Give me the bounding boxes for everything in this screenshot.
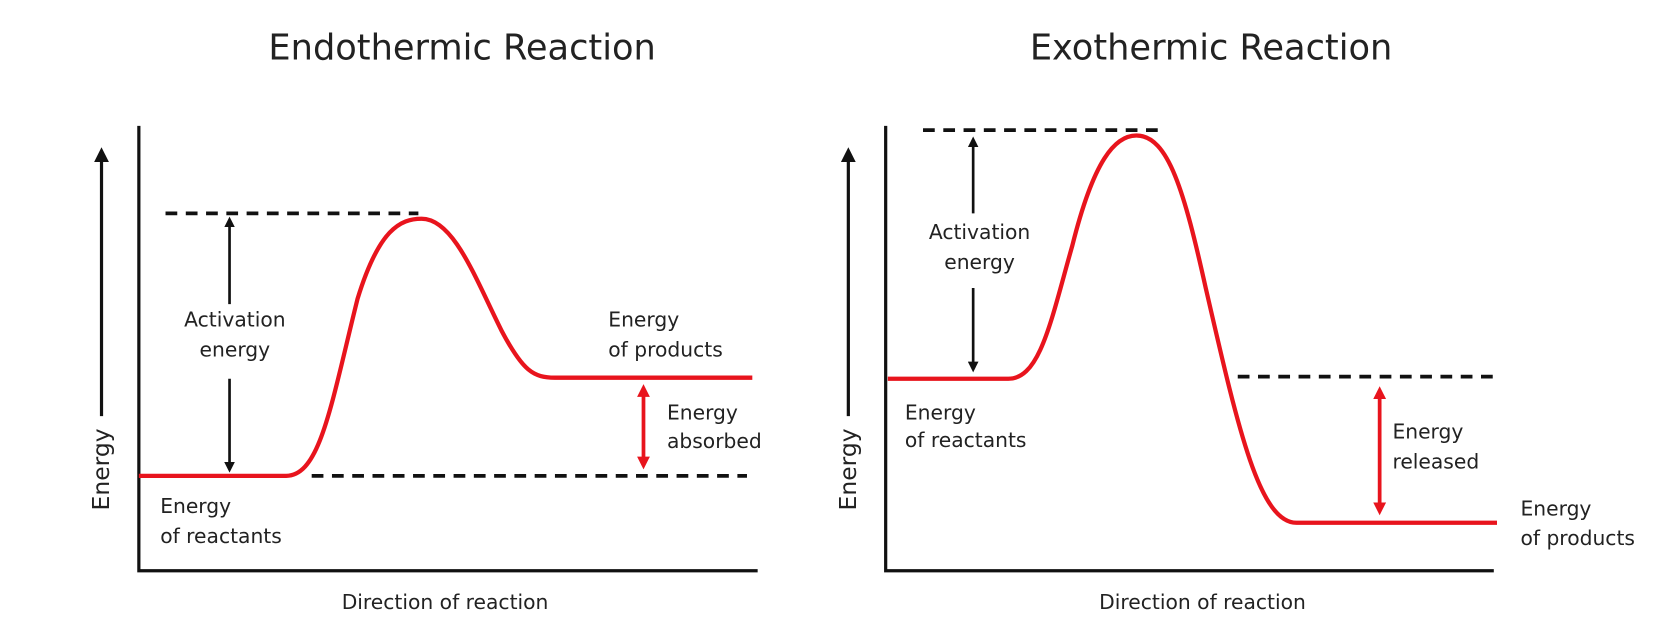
products-label-1: Energy: [608, 307, 679, 331]
delta-label-1: Energy: [1392, 419, 1463, 443]
axes: [884, 125, 1494, 573]
reactants-label-2: of reactants: [160, 524, 282, 548]
y-axis-label: Energy: [834, 428, 862, 510]
exothermic-title: Exothermic Reaction: [1030, 28, 1393, 69]
delta-label-2: absorbed: [667, 429, 762, 453]
activation-label-2: energy: [944, 250, 1015, 274]
endothermic-panel: Endothermic Reaction Energy Direction of…: [87, 28, 762, 614]
activation-label-1: Activation: [184, 307, 285, 331]
products-label-2: of products: [1520, 526, 1634, 550]
activation-label-2: energy: [200, 337, 271, 361]
x-axis-label: Direction of reaction: [342, 590, 549, 614]
reactants-label-2: of reactants: [905, 428, 1027, 452]
exothermic-panel: Exothermic Reaction Energy Direction of …: [834, 28, 1635, 614]
delta-label-2: released: [1392, 449, 1479, 473]
energy-curve: [887, 133, 1498, 525]
delta-label-1: Energy: [667, 400, 738, 424]
energy-curve: [138, 216, 753, 478]
axes: [137, 125, 758, 573]
x-axis-label: Direction of reaction: [1099, 590, 1306, 614]
activation-label-1: Activation: [929, 220, 1030, 244]
y-axis-label: Energy: [87, 428, 115, 510]
reactants-label-1: Energy: [160, 494, 231, 518]
products-label-2: of products: [608, 337, 722, 361]
products-label-1: Energy: [1520, 496, 1591, 520]
reactants-label-1: Energy: [905, 400, 976, 424]
endothermic-title: Endothermic Reaction: [268, 28, 655, 69]
